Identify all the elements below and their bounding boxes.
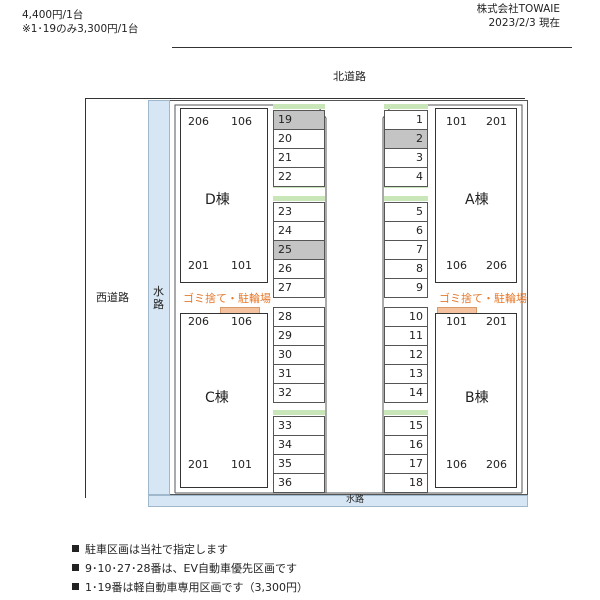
room-label: 101 [231, 458, 252, 471]
parking-slot-19: 19 [273, 110, 325, 130]
note-item: 9･10･27･28番は、EV自動車優先区画です [72, 559, 308, 578]
green-strip [273, 196, 325, 201]
building-a-name: A棟 [465, 192, 489, 208]
parking-slot-23: 23 [273, 202, 325, 222]
parking-slot-8: 8 [384, 259, 428, 279]
bullet-square-icon [72, 564, 79, 571]
price-info: 4,400円/1台 ※1･19のみ3,300円/1台 [22, 8, 138, 36]
room-label: 206 [188, 315, 209, 328]
north-road-line [85, 98, 525, 99]
parking-slot-21: 21 [273, 148, 325, 168]
parking-slot-26: 26 [273, 259, 325, 279]
room-label: 206 [486, 458, 507, 471]
parking-slot-6: 6 [384, 221, 428, 241]
company-name: 株式会社TOWAIE [476, 3, 560, 15]
room-label: 106 [446, 259, 467, 272]
company-info: 株式会社TOWAIE 2023/2/3 現在 [477, 2, 560, 30]
note-item: 駐車区画は当社で指定します [72, 540, 308, 559]
parking-slot-5: 5 [384, 202, 428, 222]
notes-list: 駐車区画は当社で指定します 9･10･27･28番は、EV自動車優先区画です 1… [72, 540, 308, 597]
garbage-bike-label-left: ゴミ捨て・駐輪場 [183, 292, 271, 305]
parking-slot-12: 12 [384, 345, 428, 365]
parking-slot-20: 20 [273, 129, 325, 149]
parking-slot-1: 1 [384, 110, 428, 130]
building-d-name: D棟 [205, 192, 230, 208]
room-label: 206 [486, 259, 507, 272]
parking-slot-31: 31 [273, 364, 325, 384]
water-channel-bottom-label: 水路 [346, 495, 365, 505]
header-divider [172, 47, 572, 48]
west-road-line [85, 98, 86, 498]
water-channel-bottom [148, 495, 528, 507]
parking-slot-10: 10 [384, 307, 428, 327]
parking-slot-30: 30 [273, 345, 325, 365]
water-channel-left-label: 水路 [153, 285, 164, 311]
parking-slot-24: 24 [273, 221, 325, 241]
parking-slot-18: 18 [384, 473, 428, 493]
water-channel-left [148, 100, 170, 495]
room-label: 101 [231, 259, 252, 272]
parking-slot-27: 27 [273, 278, 325, 298]
building-c [180, 313, 268, 488]
parking-slot-14: 14 [384, 383, 428, 403]
building-a [435, 108, 517, 283]
parking-slot-13: 13 [384, 364, 428, 384]
note-text: 9･10･27･28番は、EV自動車優先区画です [85, 562, 297, 575]
room-label: 106 [231, 315, 252, 328]
parking-slot-9: 9 [384, 278, 428, 298]
room-label: 106 [446, 458, 467, 471]
parking-slot-7: 7 [384, 240, 428, 260]
parking-slot-32: 32 [273, 383, 325, 403]
parking-slot-4: 4 [384, 167, 428, 187]
bullet-square-icon [72, 583, 79, 590]
building-d [180, 108, 268, 283]
parking-slot-35: 35 [273, 454, 325, 474]
parking-slot-28: 28 [273, 307, 325, 327]
parking-slot-29: 29 [273, 326, 325, 346]
parking-slot-34: 34 [273, 435, 325, 455]
parking-slot-22: 22 [273, 167, 325, 187]
room-label: 206 [188, 115, 209, 128]
note-text: 1･19番は軽自動車専用区画です（3,300円） [85, 581, 308, 594]
green-strip [384, 410, 428, 415]
parking-slot-3: 3 [384, 148, 428, 168]
parking-slot-33: 33 [273, 416, 325, 436]
room-label: 201 [188, 259, 209, 272]
room-label: 201 [188, 458, 209, 471]
parking-slot-2: 2 [384, 129, 428, 149]
garbage-bike-label-right: ゴミ捨て・駐輪場 [439, 292, 527, 305]
green-strip [384, 104, 428, 109]
bullet-square-icon [72, 545, 79, 552]
room-label: 106 [231, 115, 252, 128]
parking-slot-15: 15 [384, 416, 428, 436]
room-label: 201 [486, 115, 507, 128]
price-note: ※1･19のみ3,300円/1台 [22, 23, 139, 35]
parking-slot-25: 25 [273, 240, 325, 260]
parking-slot-16: 16 [384, 435, 428, 455]
parking-slot-36: 36 [273, 473, 325, 493]
room-label: 101 [446, 115, 467, 128]
north-road-label: 北道路 [333, 70, 366, 83]
note-item: 1･19番は軽自動車専用区画です（3,300円） [72, 578, 308, 597]
green-strip [273, 104, 325, 109]
green-strip [273, 410, 325, 415]
building-b [435, 313, 517, 488]
parking-slot-17: 17 [384, 454, 428, 474]
building-c-name: C棟 [205, 390, 229, 406]
west-road-label: 西道路 [96, 291, 129, 304]
room-label: 201 [486, 315, 507, 328]
parking-slot-11: 11 [384, 326, 428, 346]
date-text: 2023/2/3 現在 [488, 17, 561, 29]
note-text: 駐車区画は当社で指定します [85, 543, 228, 556]
green-strip [384, 196, 428, 201]
price-text: 4,400円/1台 [22, 9, 84, 21]
room-label: 101 [446, 315, 467, 328]
building-b-name: B棟 [465, 390, 489, 406]
